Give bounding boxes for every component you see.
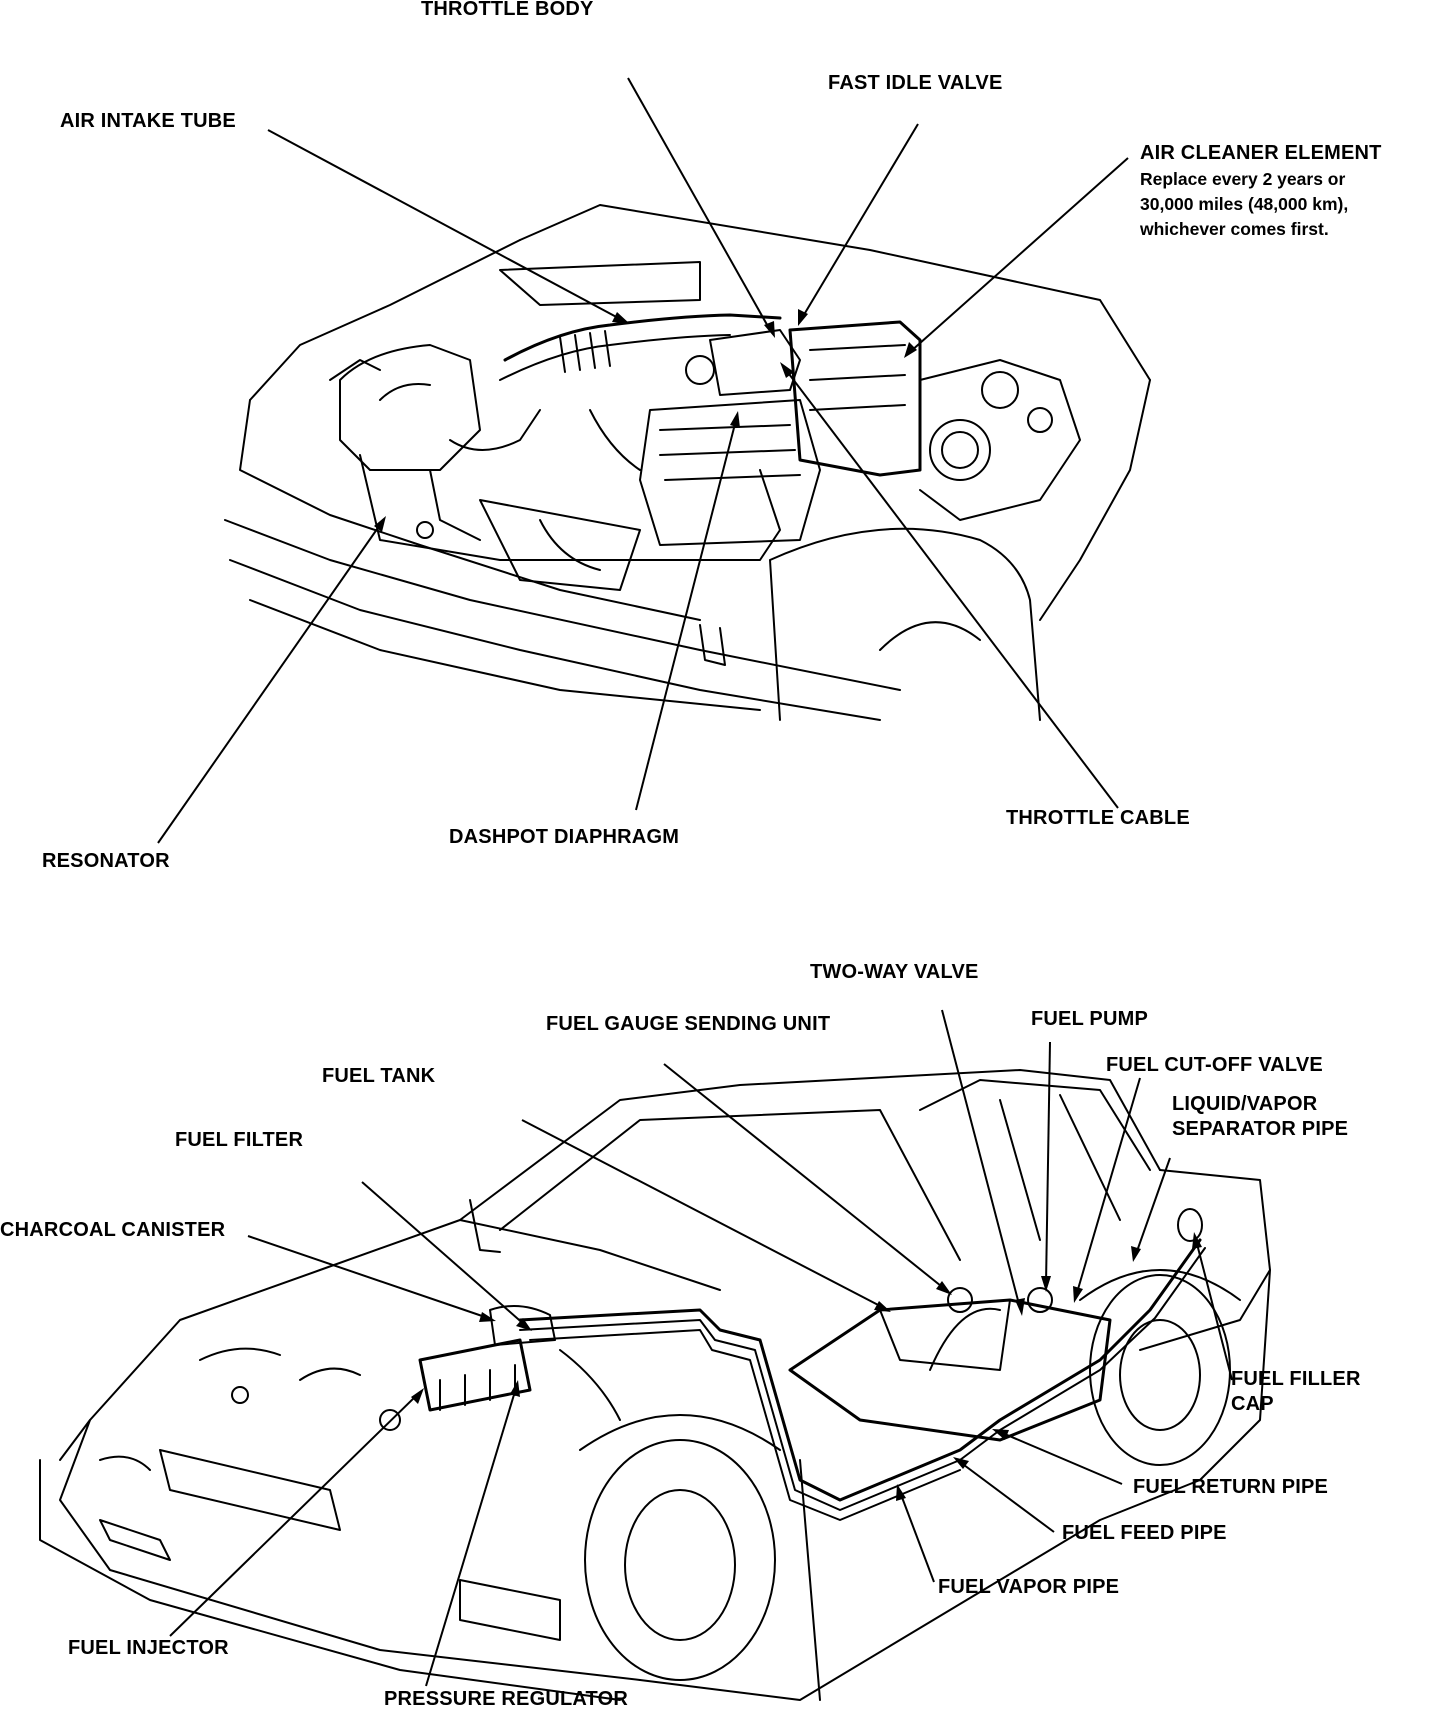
fender-line-left <box>249 239 521 401</box>
arrowhead-fuel-injector <box>411 1388 424 1404</box>
label-fuel-return-pipe: FUEL RETURN PIPE <box>1133 1476 1329 1498</box>
label-fuel-filler-line-2: CAP <box>1231 1393 1274 1415</box>
leader-fuel-return-pipe <box>999 1431 1123 1485</box>
leader-fuel-filter <box>361 1181 527 1327</box>
leader-fuel-cut-off-valve <box>1075 1077 1141 1297</box>
leader-fuel-pump <box>1045 1041 1051 1285</box>
car-side <box>639 1269 1271 1701</box>
label-fuel-filter: FUEL FILTER <box>175 1129 304 1151</box>
rear-wheel <box>1089 1274 1231 1466</box>
front-wheel <box>584 1439 776 1681</box>
label-two-way-valve: TWO-WAY VALVE <box>810 961 979 983</box>
arrowhead-throttle-cable <box>780 362 794 378</box>
label-pressure-regulator: PRESSURE REGULATOR <box>384 1688 629 1710</box>
air-cleaner-housing <box>788 320 922 477</box>
label-liquid-vapor-line-2: SEPARATOR PIPE <box>1172 1118 1349 1140</box>
car-hood <box>89 1219 721 1421</box>
leader-air-intake-tube <box>267 129 623 321</box>
arrowhead-throttle-body <box>764 321 775 338</box>
label-fast-idle-valve: FAST IDLE VALVE <box>828 72 1003 94</box>
fuel-filler-cap-body <box>1177 1208 1203 1242</box>
air-cleaner-note-line-2: 30,000 miles (48,000 km), <box>1140 194 1349 214</box>
leader-fuel-tank <box>521 1119 885 1309</box>
fuel-injector-rail <box>418 1338 532 1412</box>
arrowhead-two-way-valve <box>1015 1298 1025 1316</box>
label-fuel-gauge-sending-unit: FUEL GAUGE SENDING UNIT <box>546 1013 831 1035</box>
car-front <box>59 1419 641 1681</box>
label-fuel-feed-pipe: FUEL FEED PIPE <box>1062 1522 1227 1544</box>
leader-air-cleaner-element <box>909 157 1129 353</box>
engine-block <box>639 399 821 546</box>
label-air-cleaner-element: AIR CLEANER ELEMENT <box>1140 142 1382 164</box>
arrowhead-resonator <box>374 516 386 532</box>
label-resonator: RESONATOR <box>42 850 170 872</box>
leader-two-way-valve <box>941 1009 1021 1309</box>
leader-throttle-cable <box>785 369 1119 809</box>
leader-pressure-regulator <box>425 1387 517 1687</box>
fuel-lines <box>518 1238 1202 1502</box>
leader-liquid-vapor-separator-pipe <box>1135 1157 1171 1255</box>
arrowhead-air-intake-tube <box>612 312 630 324</box>
arrowhead-fuel-feed-pipe <box>953 1457 969 1469</box>
label-throttle-cable: THROTTLE CABLE <box>1006 807 1190 829</box>
arrowhead-fuel-filter <box>516 1318 532 1331</box>
leader-fuel-feed-pipe <box>959 1461 1055 1533</box>
leader-fast-idle-valve <box>801 123 919 319</box>
label-throttle-body: THROTTLE BODY <box>421 0 594 20</box>
charcoal-canister-body <box>489 1305 556 1346</box>
label-fuel-injector: FUEL INJECTOR <box>68 1637 229 1659</box>
fender-right <box>769 527 1041 721</box>
bumper-front <box>239 399 701 621</box>
label-dashpot-diaphragm: DASHPOT DIAPHRAGM <box>449 826 680 848</box>
label-fuel-filler-line-1: FUEL FILLER <box>1231 1368 1361 1390</box>
label-fuel-cut-off-valve: FUEL CUT-OFF VALVE <box>1106 1054 1323 1076</box>
label-fuel-tank: FUEL TANK <box>322 1065 436 1087</box>
label-charcoal-canister: CHARCOAL CANISTER <box>0 1219 226 1241</box>
air-cleaner-note-line-3: whichever comes first. <box>1140 219 1329 239</box>
resonator-box <box>339 344 481 471</box>
arrowhead-fuel-tank <box>874 1301 891 1312</box>
arrowhead-charcoal-canister <box>479 1312 496 1322</box>
leader-fuel-gauge-sending-unit <box>663 1063 947 1291</box>
arrowhead-fuel-cut-off-valve <box>1073 1286 1083 1303</box>
grille <box>159 1449 341 1531</box>
label-fuel-pump: FUEL PUMP <box>1031 1008 1148 1030</box>
car-trunk <box>1139 1169 1271 1351</box>
label-fuel-vapor-pipe: FUEL VAPOR PIPE <box>938 1576 1120 1598</box>
leader-fuel-injector <box>169 1393 419 1637</box>
arrowhead-fuel-return-pipe <box>992 1429 1009 1440</box>
arrowhead-fuel-pump <box>1041 1276 1051 1292</box>
arrowhead-fuel-vapor-pipe <box>896 1484 906 1501</box>
leader-fuel-vapor-pipe <box>899 1491 935 1583</box>
car-windshield <box>499 1109 961 1261</box>
hood-outline <box>519 204 1151 381</box>
arrowhead-pressure-regulator <box>510 1380 520 1397</box>
air-cleaner-note-line-1: Replace every 2 years or <box>1140 169 1346 189</box>
arrowhead-air-cleaner-element <box>904 342 917 358</box>
leader-dashpot-diaphragm <box>635 419 737 811</box>
label-liquid-vapor-line-1: LIQUID/VAPOR <box>1172 1093 1318 1115</box>
leader-resonator <box>157 521 383 844</box>
air-intake-tube <box>503 313 782 362</box>
arrowhead-dashpot-diaphragm <box>730 411 740 428</box>
leader-charcoal-canister <box>247 1235 489 1319</box>
arrowhead-fuel-gauge-sending-unit <box>936 1281 952 1295</box>
arrowhead-liquid-vapor-separator-pipe <box>1131 1246 1141 1262</box>
arrowhead-fuel-filler-cap <box>1192 1232 1202 1249</box>
leader-throttle-body <box>627 77 771 331</box>
leader-fuel-filler-cap <box>1195 1239 1233 1381</box>
label-air-intake-tube: AIR INTAKE TUBE <box>60 110 236 132</box>
fuel-tank-body <box>788 1298 1112 1442</box>
arrowhead-fast-idle-valve <box>798 309 808 326</box>
car-roofline <box>459 1069 1161 1221</box>
engine-bay-illustration <box>157 77 1151 844</box>
throttle-body-assembly <box>709 329 801 396</box>
